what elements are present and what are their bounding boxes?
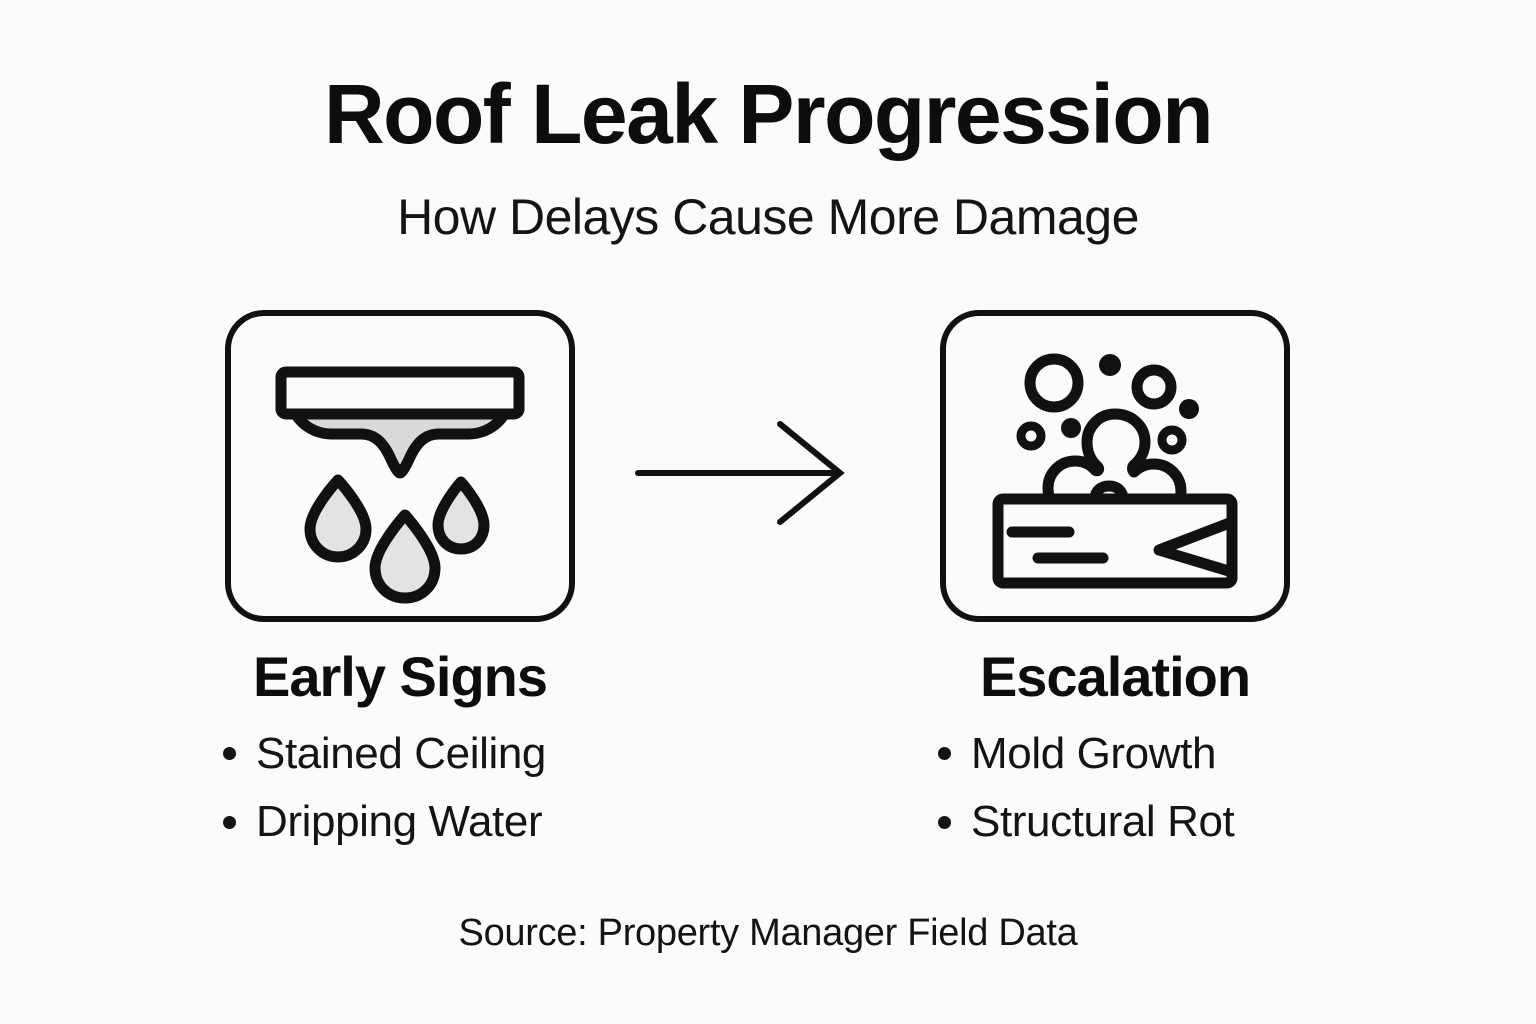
stage-1-icon-card bbox=[225, 310, 575, 622]
stage-2-heading: Escalation bbox=[979, 645, 1251, 708]
crack-wedge bbox=[1153, 516, 1238, 578]
spore-ring-large bbox=[1024, 353, 1084, 413]
stage-2-text-column: Escalation Mold Growth Structural Rot bbox=[880, 645, 1350, 867]
stage-1-text-column: Early Signs Stained Ceiling Dripping Wat… bbox=[165, 645, 635, 867]
stage-2-icon-card bbox=[940, 310, 1290, 622]
bullet-dot-icon bbox=[223, 815, 236, 829]
stage-1-heading: Early Signs bbox=[252, 645, 548, 708]
bullet-dot-icon bbox=[223, 747, 236, 761]
list-item-label: Structural Rot bbox=[971, 796, 1235, 846]
mold-rot-icon bbox=[940, 310, 1290, 622]
source-caption: Source: Property Manager Field Data bbox=[458, 912, 1078, 954]
page-subtitle: How Delays Cause More Damage bbox=[397, 189, 1139, 245]
list-item: Stained Ceiling bbox=[165, 728, 635, 778]
spore-ring-small-left bbox=[1016, 421, 1046, 451]
spore-dot-top bbox=[1099, 354, 1121, 376]
page-title: Roof Leak Progression bbox=[323, 67, 1214, 161]
bullet-dot-icon bbox=[938, 747, 951, 761]
ceiling-leak-icon bbox=[225, 310, 575, 622]
spore-dot-left bbox=[1061, 418, 1081, 438]
stage-1-bullet-list: Stained Ceiling Dripping Water bbox=[165, 728, 635, 846]
list-item: Dripping Water bbox=[165, 796, 635, 846]
stage-2-bullet-list: Mold Growth Structural Rot bbox=[880, 728, 1350, 846]
spore-ring-medium bbox=[1131, 364, 1177, 410]
spore-dot-right bbox=[1179, 399, 1199, 419]
progression-arrow bbox=[630, 420, 855, 530]
spore-ring-small-right bbox=[1157, 425, 1187, 455]
list-item-label: Dripping Water bbox=[256, 796, 543, 846]
list-item-label: Stained Ceiling bbox=[256, 728, 546, 778]
list-item: Structural Rot bbox=[880, 796, 1350, 846]
arrow-right-icon bbox=[635, 421, 845, 525]
bullet-dot-icon bbox=[938, 815, 951, 829]
list-item-label: Mold Growth bbox=[971, 728, 1217, 778]
list-item: Mold Growth bbox=[880, 728, 1350, 778]
